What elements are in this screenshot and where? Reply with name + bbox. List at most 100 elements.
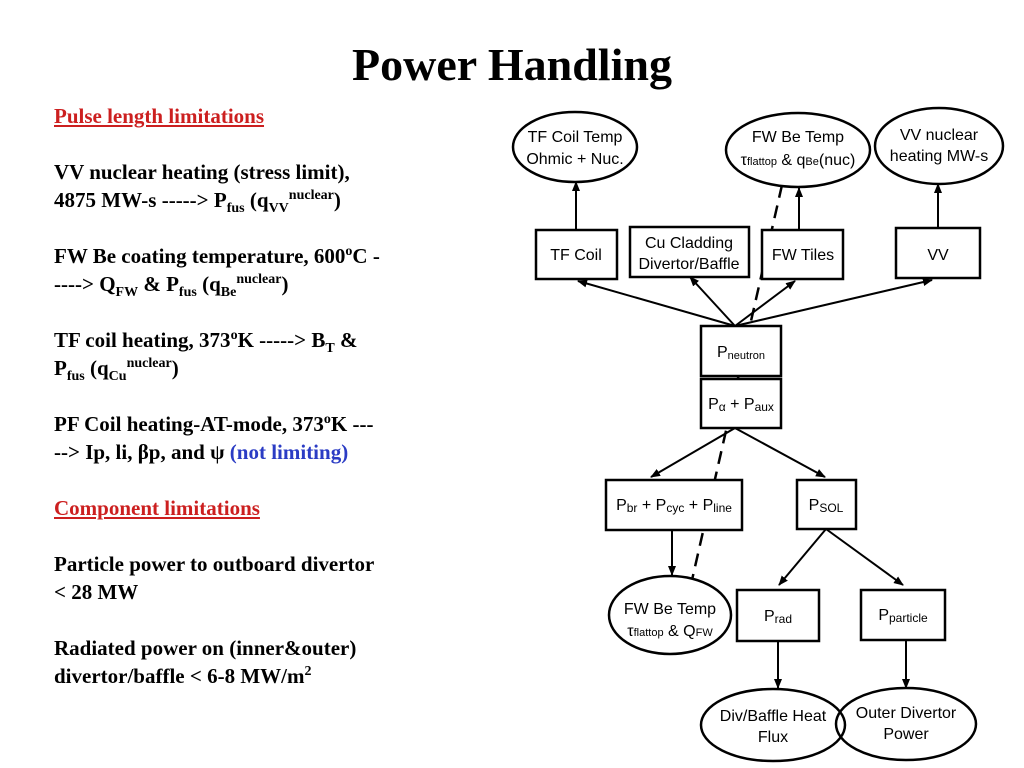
div-baffle-line1: Div/Baffle Heat: [720, 708, 827, 725]
tf-text: &: [334, 328, 358, 352]
vv-heating-line2: heating MW-s: [890, 148, 988, 165]
arrow-neutron-to-fwtiles: [734, 280, 796, 327]
tf-coil-temp-line2: Ohmic + Nuc.: [526, 151, 623, 168]
amp-q: & Q: [664, 623, 696, 640]
p-letter: P: [809, 497, 820, 514]
cu-cladding-line1: Cu Cladding: [645, 235, 733, 252]
particle-sub: particle: [889, 611, 928, 625]
tf-sup: nuclear: [126, 356, 172, 371]
div-baffle-line2: Flux: [758, 729, 788, 746]
amp-q: & q: [777, 152, 805, 169]
fw-coating-item: FW Be coating temperature, 600oC - ---->…: [54, 242, 464, 300]
p-letter: P: [717, 344, 728, 361]
fw-be-temp-top-line1: FW Be Temp: [752, 129, 844, 146]
p-alpha-aux-box: [699, 377, 783, 430]
particle-line1: Particle power to outboard divertor: [54, 552, 375, 576]
pulse-length-heading: Pulse length limitations: [54, 104, 265, 128]
pf-text: --> Ip, li, βp, and ψ: [54, 440, 230, 464]
particle-power-item: Particle power to outboard divertor < 28…: [54, 550, 464, 606]
p-letter: P: [616, 497, 627, 514]
p-br-cyc-line-box: [604, 478, 744, 532]
neutron-sub: neutron: [728, 350, 765, 362]
sol-sub: SOL: [819, 501, 843, 515]
tau-symbol: τ: [741, 152, 748, 169]
flattop-sub: flattop: [634, 627, 664, 639]
vv-box: [894, 226, 982, 280]
fw-be-temp-top-line2: τflattop & qBe(nuc): [741, 152, 856, 169]
slide-title: Power Handling: [352, 39, 672, 90]
vv-text: (q: [244, 188, 269, 212]
plus-p: + P: [637, 497, 666, 514]
arrow-sol-to-rad: [778, 528, 827, 586]
fw-be-temp-bottom-node: [607, 574, 733, 656]
vv-nuclear-heating-node: [873, 106, 1005, 186]
arrow-neutron-to-tfcoil: [577, 279, 736, 327]
component-limitations-heading: Component limitations: [54, 496, 260, 520]
fw-text: ----> Q: [54, 272, 116, 296]
arrow-neutron-to-vv: [734, 278, 933, 327]
vv-label: VV: [927, 247, 949, 264]
fw-be-temp-bottom-line1: FW Be Temp: [624, 601, 716, 618]
tf-coil-heating-item: TF coil heating, 373oK -----> BT & Pfus …: [54, 326, 464, 384]
arrow-alpha-to-sol: [734, 427, 826, 478]
tf-text: TF coil heating, 373: [54, 328, 231, 352]
rad-sub: rad: [775, 612, 792, 626]
p-letter: P: [878, 607, 889, 624]
tf-text: (q: [84, 356, 109, 380]
tf-coil-temp-node: [511, 110, 639, 184]
fw-text: (q: [196, 272, 221, 296]
p-sol-label: PSOL: [809, 497, 844, 515]
cu-cladding-line2: Divertor/Baffle: [638, 256, 739, 273]
p-particle-box: [859, 588, 947, 642]
pf-coil-heating-item: PF Coil heating-AT-mode, 373oK --- --> I…: [54, 410, 464, 466]
fw-text: ): [281, 272, 289, 296]
p-letter: P: [764, 608, 775, 625]
radiated-sup: 2: [304, 664, 312, 679]
fw-sub: Be: [220, 285, 237, 300]
plus-p: + P: [684, 497, 713, 514]
pf-degree: o: [323, 412, 331, 427]
tf-sub: T: [325, 341, 335, 356]
p-particle-label: Pparticle: [878, 607, 928, 625]
tf-sub: Cu: [108, 369, 127, 384]
arrow-neutron-to-cu: [689, 276, 736, 327]
radiated-line2: divertor/baffle < 6-8 MW/m: [54, 664, 305, 688]
cu-cladding-box: [628, 225, 751, 279]
p-rad-label: Prad: [764, 608, 792, 626]
vv-text: ): [333, 188, 341, 212]
br-sub: br: [627, 501, 638, 515]
radiated-line1: Radiated power on (inner&outer): [54, 636, 357, 660]
arrow-sol-to-particle: [825, 528, 904, 586]
tau-symbol: τ: [627, 623, 634, 640]
tf-coil-box: [534, 228, 619, 281]
p-sol-box: [795, 478, 858, 531]
be-sub: Be: [805, 156, 818, 168]
tf-coil-label: TF Coil: [550, 247, 602, 264]
fw-degree: o: [345, 244, 353, 259]
tf-degree: o: [230, 328, 238, 343]
particle-line2: < 28 MW: [54, 580, 139, 604]
vv-heating-line1: VV nuclear heating (stress limit),: [54, 160, 350, 184]
vv-heating-item: VV nuclear heating (stress limit), 4875 …: [54, 158, 464, 216]
fw-sup: nuclear: [236, 272, 282, 287]
flattop-sub: flattop: [747, 156, 777, 168]
p-letter: P: [708, 396, 719, 413]
fw-text: FW Be coating temperature, 600: [54, 244, 346, 268]
not-limiting-note: (not limiting): [229, 440, 349, 464]
div-baffle-heat-flux-node: [699, 687, 847, 763]
fw-tiles-box: [760, 228, 845, 281]
plus-p: + P: [726, 396, 755, 413]
nuc-text: (nuc): [819, 152, 855, 169]
tf-text: K -----> B: [237, 328, 326, 352]
p-alpha-aux-label: Pα + Paux: [708, 396, 774, 414]
fw-sub: FW: [115, 285, 139, 300]
tf-sub: fus: [66, 369, 85, 384]
aux-sub: aux: [755, 400, 774, 414]
fw-sub: fus: [178, 285, 197, 300]
alpha-sub: α: [719, 400, 726, 414]
p-neutron-box: [699, 324, 783, 378]
p-neutron-label: Pneutron: [717, 344, 765, 362]
vv-text: 4875 MW-s -----> P: [54, 188, 227, 212]
p-rad-box: [735, 588, 821, 643]
